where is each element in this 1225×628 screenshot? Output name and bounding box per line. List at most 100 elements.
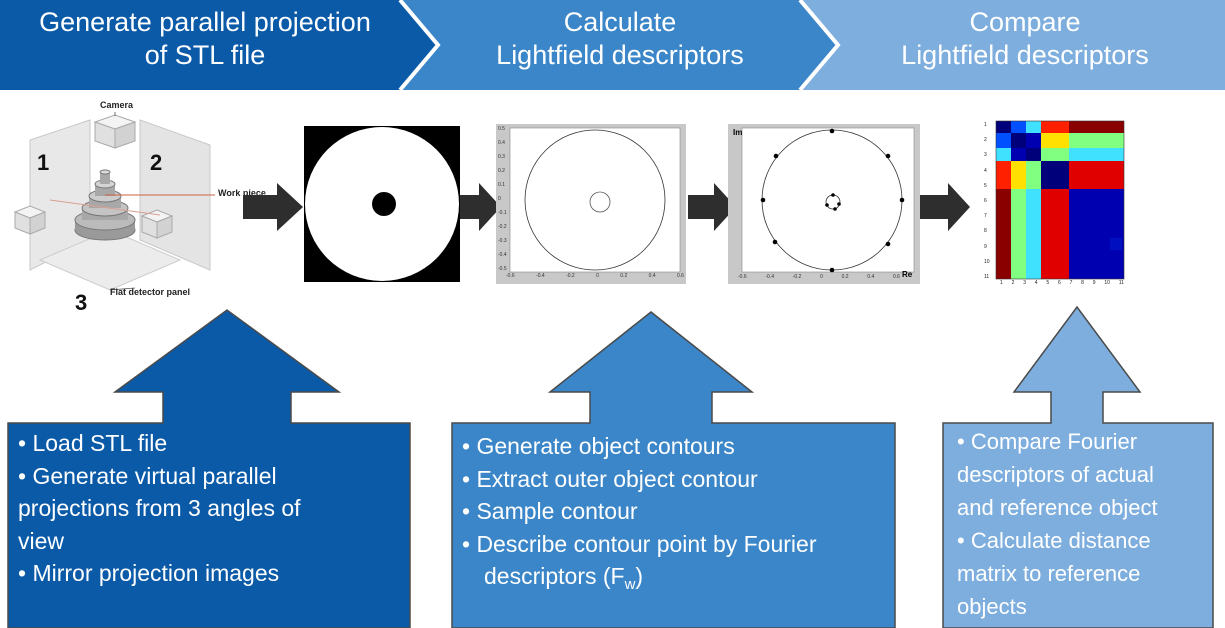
flow-arrow-4 bbox=[920, 183, 970, 231]
matrix-y-labels: 1 2 3 4 5 6 7 8 9 10 11 bbox=[984, 122, 990, 280]
x-tick: -0.6 bbox=[506, 273, 515, 279]
matrix-row-label: 3 bbox=[984, 152, 987, 159]
work-piece-label: Work piece bbox=[218, 188, 266, 198]
callout1-line: projections from 3 angles of bbox=[18, 495, 301, 521]
sampled-contour-plot: Im Re -0.6 -0.4 -0.2 0 0.2 0.4 0.6 bbox=[728, 124, 920, 284]
matrix-col-label: 11 bbox=[1118, 280, 1124, 286]
matrix-col-label: 8 bbox=[1081, 280, 1084, 286]
matrix-row-label: 10 bbox=[984, 258, 990, 265]
projection-setup-illustration bbox=[13, 112, 215, 291]
y-tick: -0.1 bbox=[498, 210, 507, 216]
callout3-text: • Compare Fourier descriptors of actual … bbox=[957, 425, 1158, 623]
stage1-title-line2: of STL file bbox=[144, 40, 266, 70]
stage2-title-line2: Lightfield descriptors bbox=[496, 40, 744, 70]
inner-contour bbox=[589, 191, 611, 213]
matrix-row-label: 8 bbox=[984, 228, 987, 235]
y-tick: -0.5 bbox=[498, 266, 507, 272]
matrix-row-label: 11 bbox=[984, 273, 990, 280]
matrix-col-label: 7 bbox=[1069, 280, 1073, 286]
x-tick: 0.2 bbox=[841, 274, 849, 280]
stage3-title-line1: Compare bbox=[969, 7, 1081, 37]
x-tick: -0.2 bbox=[792, 274, 802, 280]
flow-arrow-1 bbox=[243, 183, 303, 231]
x-tick: 0 bbox=[820, 274, 823, 280]
stage2-chevron bbox=[400, 0, 838, 90]
callout2-close-paren: ) bbox=[635, 563, 644, 589]
contour-plot-y-ticks: 0.5 0.4 0.3 0.2 0.1 0 -0.1 -0.2 -0.3 -0.… bbox=[498, 126, 507, 272]
sampled-plot-x-ticks: -0.6 -0.4 -0.2 0 0.2 0.4 0.6 bbox=[738, 274, 900, 280]
callout3-line: matrix to reference bbox=[957, 561, 1141, 586]
callout3-line: • Calculate distance bbox=[957, 528, 1151, 553]
callout2-shape bbox=[451, 311, 896, 628]
x-tick: 0.4 bbox=[867, 274, 875, 280]
stage1-chevron bbox=[0, 0, 438, 90]
re-axis-label: Re bbox=[902, 270, 913, 279]
y-tick: -0.4 bbox=[498, 252, 507, 258]
x-tick: -0.4 bbox=[765, 274, 774, 280]
callout2-line: descriptors (F bbox=[484, 563, 625, 589]
y-tick: 0 bbox=[498, 196, 501, 202]
view-number-2: 2 bbox=[150, 150, 163, 175]
callout3-line: objects bbox=[957, 594, 1027, 619]
y-tick: 0.1 bbox=[498, 182, 505, 188]
matrix-row-label: 9 bbox=[984, 243, 987, 250]
contour-plot-x-ticks: -0.6 -0.4 -0.2 0 0.2 0.4 0.6 bbox=[506, 273, 684, 279]
view-number-1: 1 bbox=[37, 150, 50, 175]
stage1-title: Generate parallel projection of STL file bbox=[0, 6, 410, 72]
x-tick: -0.2 bbox=[566, 273, 575, 279]
flow-arrow-3 bbox=[688, 183, 736, 231]
matrix-col-label: 6 bbox=[1057, 280, 1061, 286]
matrix-cells bbox=[996, 121, 1124, 279]
matrix-col-label: 4 bbox=[1034, 280, 1038, 286]
matrix-col-label: 9 bbox=[1092, 280, 1096, 286]
callout2-line: • Generate object contours bbox=[462, 433, 735, 459]
callout2-line: • Sample contour bbox=[462, 498, 638, 524]
callout3-line: and reference object bbox=[957, 495, 1158, 520]
contour-plot: -0.6 -0.4 -0.2 0 0.2 0.4 0.6 0.5 0.4 0.3… bbox=[496, 124, 686, 284]
x-tick: 0.6 bbox=[677, 273, 684, 279]
callout1-text: • Load STL file • Generate virtual paral… bbox=[18, 427, 301, 590]
work-piece-icon bbox=[74, 169, 136, 241]
im-axis-label: Im bbox=[733, 128, 743, 137]
y-tick: -0.3 bbox=[498, 238, 507, 244]
matrix-col-label: 5 bbox=[1046, 280, 1050, 286]
matrix-x-labels: 1 2 3 4 5 6 7 8 9 10 11 bbox=[1000, 280, 1124, 286]
x-tick: 0.6 bbox=[892, 274, 900, 280]
matrix-row-label: 7 bbox=[984, 213, 987, 220]
callout3-line: descriptors of actual bbox=[957, 462, 1154, 487]
sample-points bbox=[760, 128, 905, 273]
fw-subscript: w bbox=[624, 576, 636, 594]
y-tick: 0.2 bbox=[498, 168, 505, 174]
matrix-row-label: 5 bbox=[984, 182, 987, 189]
callout3-line: • Compare Fourier bbox=[957, 429, 1138, 454]
matrix-row-label: 4 bbox=[984, 167, 987, 174]
x-tick: 0.2 bbox=[620, 273, 628, 279]
x-tick: 0 bbox=[596, 273, 599, 279]
stage2-title: Calculate Lightfield descriptors bbox=[420, 6, 820, 72]
x-tick: -0.4 bbox=[536, 273, 545, 279]
callout1-line: • Generate virtual parallel bbox=[18, 462, 277, 489]
callout1-line: • Load STL file bbox=[18, 430, 168, 456]
callout2-line: • Extract outer object contour bbox=[462, 465, 758, 492]
stage1-title-line1: Generate parallel projection bbox=[39, 7, 371, 37]
matrix-col-label: 1 bbox=[1000, 280, 1003, 286]
callout1-line: view bbox=[18, 527, 65, 554]
matrix-col-label: 10 bbox=[1104, 280, 1110, 286]
callout3-shape bbox=[942, 305, 1214, 628]
x-tick: 0.4 bbox=[648, 273, 656, 279]
matrix-row-label: 6 bbox=[984, 197, 987, 204]
matrix-col-label: 2 bbox=[1011, 280, 1015, 286]
matrix-col-label: 3 bbox=[1023, 280, 1026, 286]
view-number-3: 3 bbox=[75, 290, 88, 315]
callout1-shape bbox=[7, 309, 411, 628]
callout2-line-last: descriptors (Fw) bbox=[462, 560, 817, 602]
camera-icon bbox=[93, 114, 137, 149]
flow-arrow-2 bbox=[455, 183, 501, 231]
y-tick: -0.2 bbox=[498, 224, 507, 230]
stage3-title-line2: Lightfield descriptors bbox=[901, 40, 1149, 70]
distance-matrix: 1 2 3 4 5 6 7 8 9 10 11 1 2 3 4 5 6 7 8 … bbox=[980, 118, 1130, 290]
binary-projection-image bbox=[304, 126, 460, 282]
process-banner bbox=[0, 0, 1225, 90]
stage3-title: Compare Lightfield descriptors bbox=[830, 6, 1220, 72]
